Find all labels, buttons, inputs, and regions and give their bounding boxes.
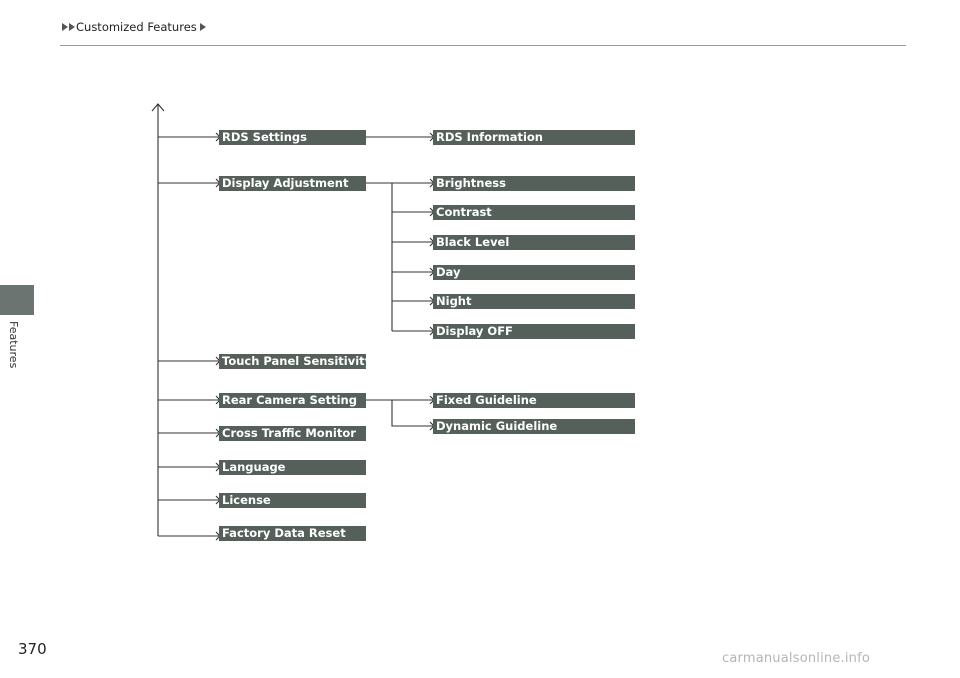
arrow-right-icon <box>199 23 206 31</box>
arrow-right-icon <box>69 23 75 31</box>
breadcrumb: Customized Features <box>62 19 207 35</box>
node-rear-camera-setting: Rear Camera Setting <box>219 393 366 408</box>
node-display-adjustment: Display Adjustment <box>219 176 366 191</box>
node-language: Language <box>219 460 366 475</box>
up-arrow-icon <box>151 103 165 112</box>
node-black-level: Black Level <box>433 235 635 250</box>
node-license: License <box>219 493 366 508</box>
node-rds-information: RDS Information <box>433 130 635 145</box>
watermark: carmanualsonline.info <box>722 651 871 666</box>
page-number: 370 <box>18 640 47 658</box>
node-rds-settings: RDS Settings <box>219 130 366 145</box>
node-fixed-guideline: Fixed Guideline <box>433 393 635 408</box>
section-label: Features <box>7 321 20 369</box>
header-divider <box>60 45 906 46</box>
branch-line <box>391 400 434 427</box>
node-contrast: Contrast <box>433 205 635 220</box>
node-display-off: Display OFF <box>433 324 635 339</box>
node-factory-data-reset: Factory Data Reset <box>219 526 366 541</box>
node-touch-panel-sensitivity: Touch Panel Sensitivity <box>219 354 366 369</box>
node-cross-traffic-monitor: Cross Traffic Monitor <box>219 426 366 441</box>
breadcrumb-text: Customized Features <box>76 20 197 34</box>
arrow-right-icon <box>62 23 68 31</box>
node-dynamic-guideline: Dynamic Guideline <box>433 419 635 434</box>
node-night: Night <box>433 294 635 309</box>
node-day: Day <box>433 265 635 280</box>
section-tab <box>0 285 34 315</box>
node-brightness: Brightness <box>433 176 635 191</box>
